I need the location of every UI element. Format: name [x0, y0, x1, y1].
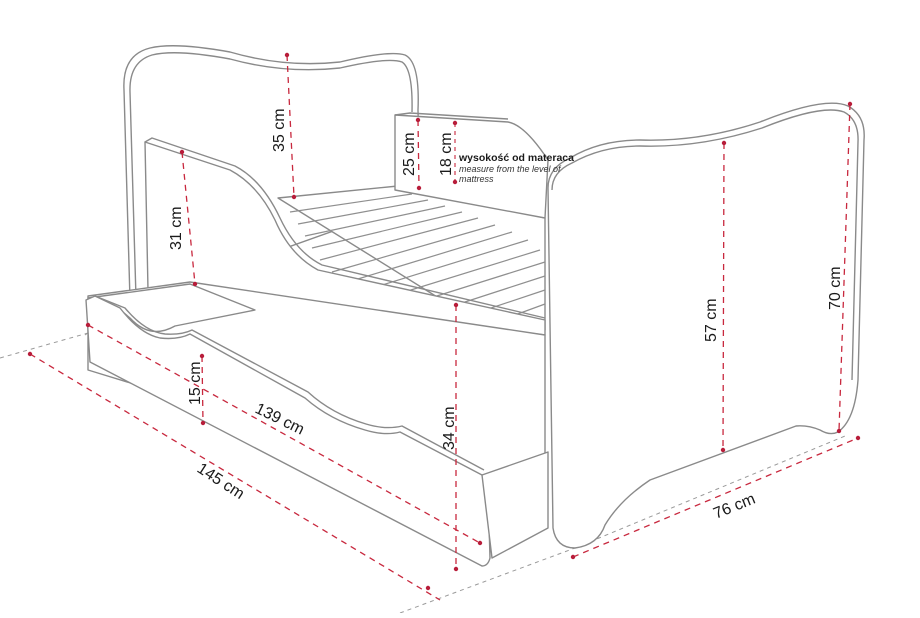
label-15cm: 15 cm — [187, 361, 204, 405]
storage-drawer — [85, 283, 549, 567]
side-rail — [144, 137, 546, 336]
note-polish: wysokość od materaca — [458, 152, 574, 164]
label-35cm: 35 cm — [271, 108, 288, 152]
label-18cm: 18 cm — [438, 132, 455, 176]
footboard — [547, 102, 865, 549]
mattress-note: wysokość od materaca measure from the le… — [458, 152, 574, 184]
note-english-line1: measure from the level of — [459, 164, 562, 174]
label-57cm: 57 cm — [703, 298, 720, 342]
note-english-line2: mattress — [459, 174, 494, 184]
label-76cm: 76 cm — [711, 491, 758, 523]
label-34cm: 34 cm — [441, 406, 458, 450]
label-31cm: 31 cm — [168, 206, 185, 250]
label-25cm: 25 cm — [401, 132, 418, 176]
footboard-inner-panel — [394, 112, 549, 219]
slatted-base — [277, 185, 546, 331]
label-70cm: 70 cm — [827, 266, 844, 310]
label-145cm: 145 cm — [194, 460, 247, 503]
dimension-lines — [27, 52, 861, 601]
